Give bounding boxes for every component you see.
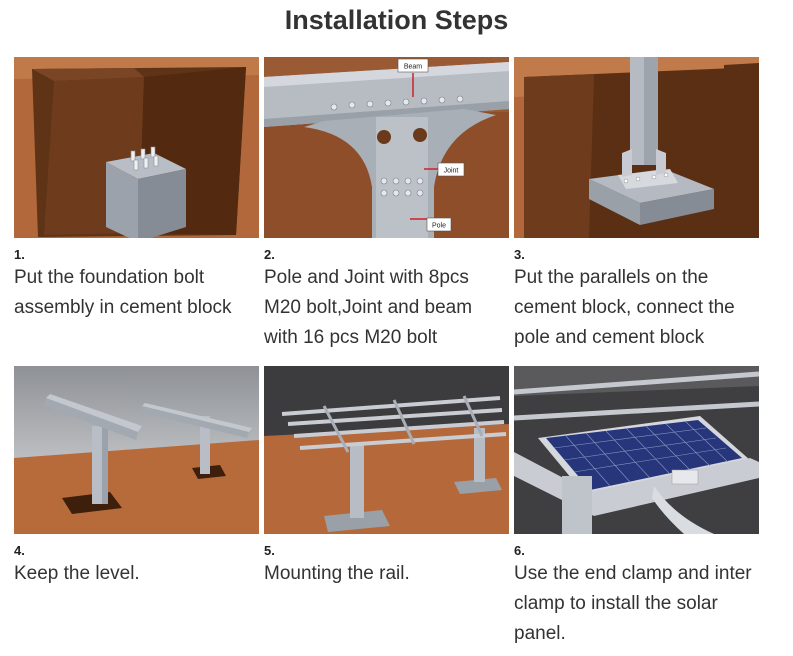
pole-label: Pole <box>432 223 446 230</box>
page-title: Installation Steps <box>284 5 509 35</box>
step-caption: Pole and Joint with 8pcs M20 bolt,Joint … <box>264 267 473 348</box>
level-poles-illustration <box>14 366 259 534</box>
mounting-rail-illustration <box>264 366 509 534</box>
step-number: 3. <box>514 247 525 262</box>
step-number: 5. <box>264 543 275 558</box>
step-number: 2. <box>264 247 275 262</box>
step-1: 1. Put the foundation bolt assembly in c… <box>14 57 259 323</box>
step-2: Beam Joint Pole 2. Pole and Joint with 8… <box>264 57 509 353</box>
solar-panel-clamp-illustration <box>514 366 759 534</box>
joint-label: Joint <box>444 168 459 175</box>
step-number: 1. <box>14 247 25 262</box>
step-caption: Mounting the rail. <box>264 563 410 584</box>
step-number: 6. <box>514 543 525 558</box>
step-number: 4. <box>14 543 25 558</box>
step-6: 6. Use the end clamp and inter clamp to … <box>514 366 759 649</box>
step-5: 5. Mounting the rail. <box>264 366 509 589</box>
step-3: 3. Put the parallels on the cement block… <box>514 57 759 353</box>
beam-label: Beam <box>404 64 422 71</box>
step-caption: Keep the level. <box>14 563 140 584</box>
pole-joint-beam-illustration: Beam Joint Pole <box>264 57 509 238</box>
foundation-pit-illustration <box>14 57 259 238</box>
step-caption: Put the parallels on the cement block, c… <box>514 267 735 348</box>
step-caption: Use the end clamp and inter clamp to ins… <box>514 563 752 644</box>
step-caption: Put the foundation bolt assembly in ceme… <box>14 267 232 318</box>
step-4: 4. Keep the level. <box>14 366 259 589</box>
pole-on-cement-block-illustration <box>514 57 759 238</box>
